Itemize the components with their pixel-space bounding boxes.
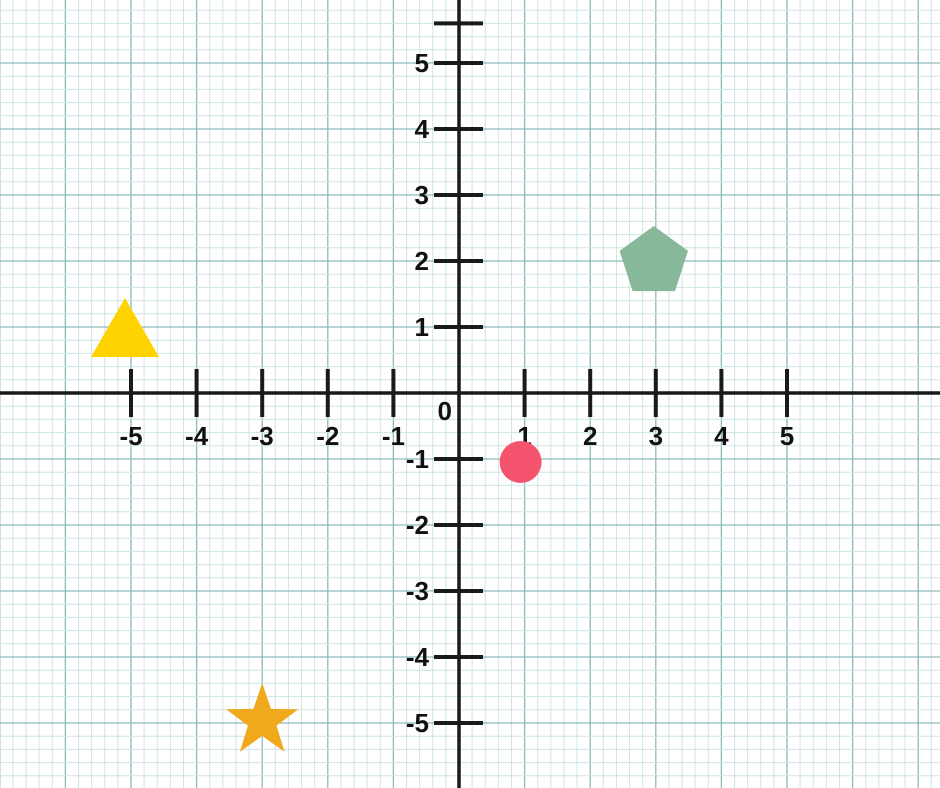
star-marker — [226, 683, 299, 752]
y-tick-label: -2 — [406, 510, 429, 540]
x-tick-label: -5 — [119, 421, 142, 451]
y-tick-label: 4 — [415, 114, 430, 144]
y-tick-label: -4 — [406, 642, 430, 672]
y-tick-label: 5 — [415, 48, 429, 78]
y-tick-label: 2 — [415, 246, 429, 276]
x-tick-label: 2 — [583, 421, 597, 451]
triangle-marker — [91, 298, 159, 357]
x-tick-label: -3 — [251, 421, 274, 451]
circle-marker — [499, 441, 542, 483]
plotted-shapes — [91, 226, 688, 752]
axis-ticks — [129, 21, 789, 725]
pentagon-marker — [619, 226, 688, 292]
y-tick-label: -3 — [406, 576, 429, 606]
x-tick-label: -2 — [316, 421, 339, 451]
y-tick-label: -1 — [406, 444, 429, 474]
x-tick-label: 4 — [714, 421, 729, 451]
x-tick-label: -4 — [185, 421, 209, 451]
origin-label: 0 — [438, 396, 452, 426]
y-tick-label: 1 — [415, 312, 429, 342]
x-tick-label: 5 — [780, 421, 794, 451]
y-tick-label: 3 — [415, 180, 429, 210]
y-tick-label: -5 — [406, 708, 429, 738]
x-tick-label: -1 — [382, 421, 405, 451]
x-tick-label: 3 — [649, 421, 663, 451]
